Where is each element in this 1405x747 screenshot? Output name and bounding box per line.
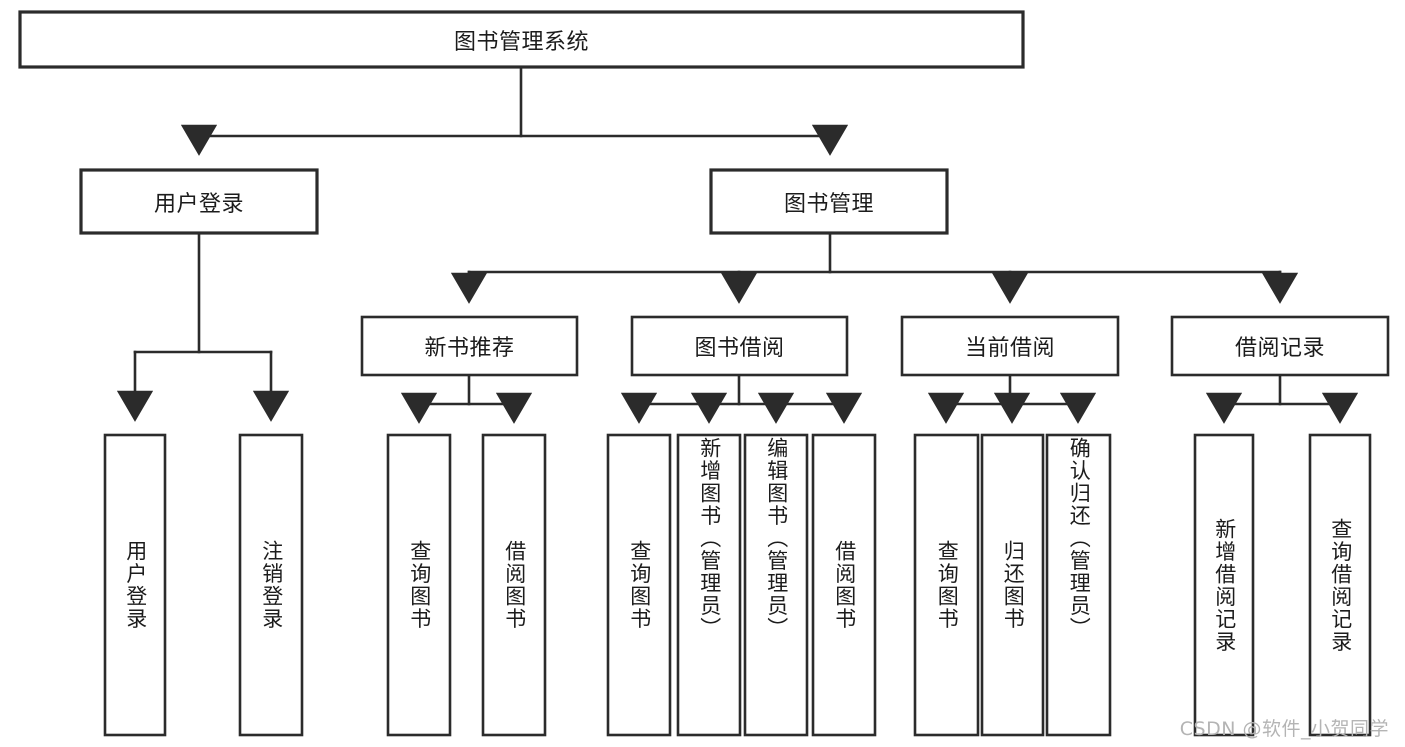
node-box-borrow-book-2[interactable]: [811, 433, 877, 737]
edge-group: [116, 65, 1359, 424]
node-box-add-borrow-record[interactable]: [1193, 433, 1255, 737]
node-box-query-borrow-record[interactable]: [1308, 433, 1372, 737]
node-box-borrow-records[interactable]: [1170, 315, 1390, 377]
watermark-text: CSDN @软件_小贺同学: [1179, 718, 1389, 740]
node-box-edit-book-admin[interactable]: [743, 433, 809, 737]
node-box-confirm-return-admin[interactable]: [1045, 433, 1112, 737]
node-box-query-book-1[interactable]: [386, 433, 452, 737]
node-box-query-book-3[interactable]: [913, 433, 980, 737]
node-box-book-management[interactable]: [709, 168, 949, 235]
node-box-query-book-2[interactable]: [606, 433, 672, 737]
node-box-add-book-admin[interactable]: [676, 433, 742, 737]
node-box-root[interactable]: [18, 10, 1025, 69]
node-box-user-logout-leaf[interactable]: [238, 433, 304, 737]
node-box-borrow-book-1[interactable]: [481, 433, 547, 737]
node-box-book-borrow[interactable]: [630, 315, 849, 377]
node-box-user-login-leaf[interactable]: [103, 433, 167, 737]
node-box-return-book[interactable]: [980, 433, 1045, 737]
node-box-group: [18, 10, 1390, 737]
node-box-new-book-recommend[interactable]: [360, 315, 579, 377]
node-box-current-borrow[interactable]: [900, 315, 1120, 377]
node-box-user-login[interactable]: [79, 168, 319, 235]
